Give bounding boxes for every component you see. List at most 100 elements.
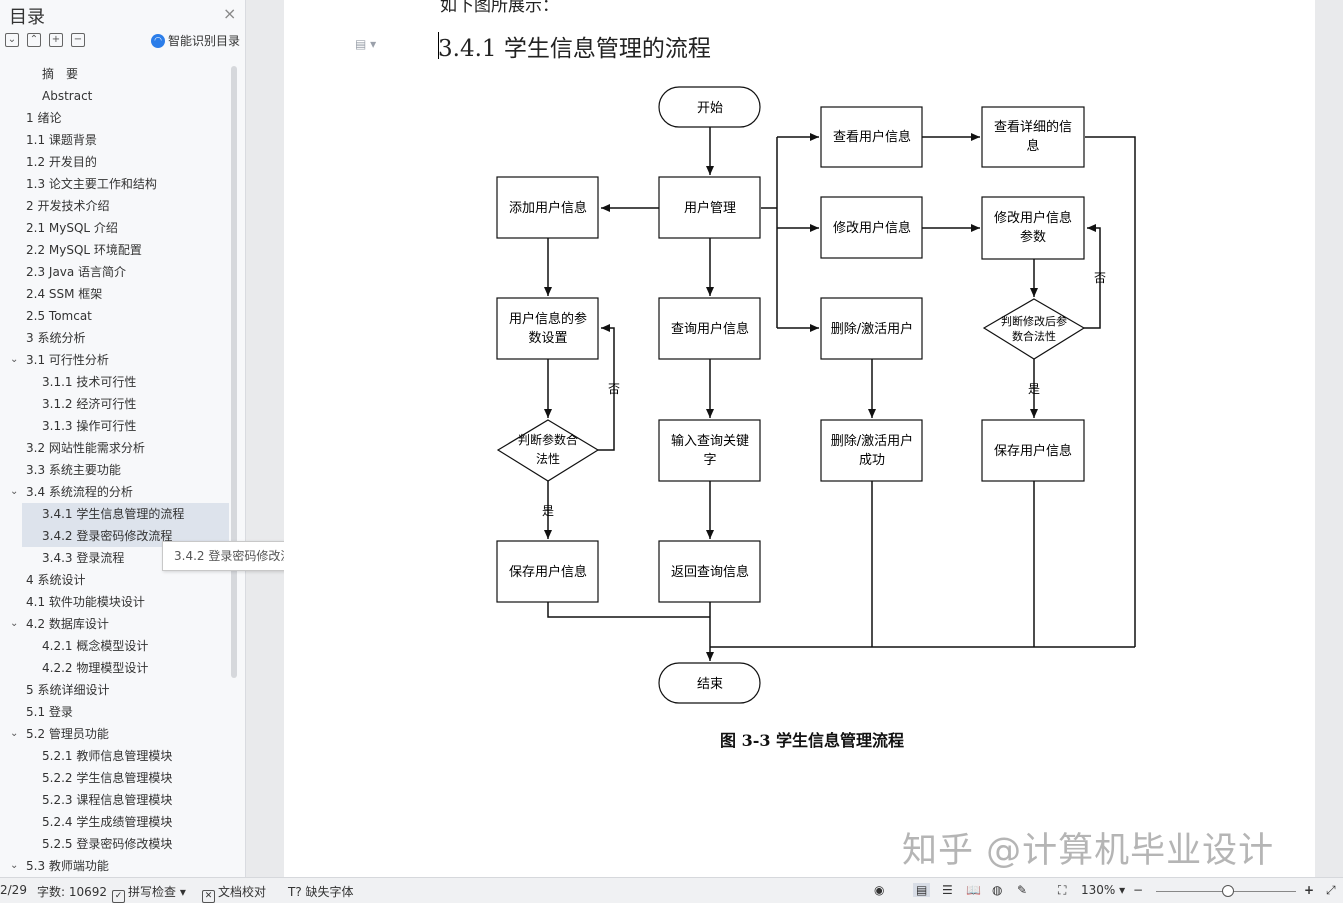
- node-param-shape: [496, 297, 599, 360]
- toc-item[interactable]: 1.2 开发目的: [0, 151, 229, 173]
- word-count[interactable]: 字数: 10692: [37, 885, 108, 899]
- chevron-down-icon[interactable]: ⌄: [10, 860, 19, 871]
- collapse-all-icon[interactable]: ⌃: [27, 33, 41, 47]
- toc-item[interactable]: 1.3 论文主要工作和结构: [0, 173, 229, 195]
- toc-item[interactable]: 3.4.1 学生信息管理的流程: [22, 503, 229, 525]
- toc-item[interactable]: 1 绪论: [0, 107, 229, 129]
- node-detail-label-1: 查看详细的信: [994, 119, 1072, 135]
- toc-item[interactable]: 3.1.1 技术可行性: [0, 371, 229, 393]
- doc-check-icon: ✕: [202, 890, 215, 903]
- zoom-in-button[interactable]: +: [1304, 883, 1315, 897]
- paragraph-handle-icon[interactable]: ▤ ▾: [355, 37, 377, 51]
- toc-item-label: 2.4 SSM 框架: [26, 287, 103, 301]
- toc-item[interactable]: 2 开发技术介绍: [0, 195, 229, 217]
- toc-item[interactable]: 3 系统分析: [0, 327, 229, 349]
- node-add-label: 添加用户信息: [509, 200, 587, 216]
- toc-item[interactable]: 2.5 Tomcat: [0, 305, 229, 327]
- toc-item[interactable]: 3.2 网站性能需求分析: [0, 437, 229, 459]
- edge-rjudge-no: [1084, 224, 1101, 329]
- remove-heading-icon[interactable]: −: [71, 33, 85, 47]
- node-usermgmt-label: 用户管理: [684, 200, 736, 216]
- toc-item-label: 2.3 Java 语言简介: [26, 265, 127, 279]
- toc-item[interactable]: 5.2.3 课程信息管理模块: [0, 789, 229, 811]
- toc-item[interactable]: 2.1 MySQL 介绍: [0, 217, 229, 239]
- node-param-label-2: 数设置: [528, 331, 567, 346]
- toc-item[interactable]: 摘 要: [0, 63, 229, 85]
- fit-page-icon[interactable]: ⛶: [1058, 883, 1067, 897]
- toc-item[interactable]: Abstract: [0, 85, 229, 107]
- toc-scrollbar[interactable]: [231, 66, 237, 678]
- toc-header: 目录 × ⌄ ⌃ + − ◠ 智能识别目录: [0, 0, 245, 60]
- node-mparam-label-1: 修改用户信息: [994, 210, 1072, 226]
- toc-item[interactable]: 2.4 SSM 框架: [0, 283, 229, 305]
- toc-item[interactable]: 5.2.2 学生信息管理模块: [0, 767, 229, 789]
- toc-item-label: 3.4.2 登录密码修改流程: [42, 529, 173, 543]
- edge-label-no-left: 否: [608, 382, 620, 396]
- toc-item[interactable]: ⌄3.1 可行性分析: [0, 349, 229, 371]
- spell-check-button[interactable]: ✓拼写检查 ▾: [112, 883, 186, 903]
- node-return-shape: [658, 540, 761, 603]
- toc-item-label: 5.2 管理员功能: [26, 727, 109, 741]
- toc-item[interactable]: ⌄ 5.2 管理员功能: [0, 723, 229, 745]
- node-judge-right-shape: [982, 298, 1086, 360]
- chevron-down-icon[interactable]: ⌄: [10, 486, 19, 497]
- missing-font-label: 缺失字体: [305, 885, 354, 899]
- toc-item-label: 5.2.1 教师信息管理模块: [42, 749, 173, 763]
- eye-protection-icon[interactable]: ◉: [874, 883, 885, 897]
- toc-item[interactable]: 4.1 软件功能模块设计: [0, 591, 229, 613]
- zoom-out-button[interactable]: −: [1133, 883, 1144, 897]
- toc-item-label: 3.1.1 技术可行性: [42, 375, 137, 389]
- toc-item[interactable]: 5.2.1 教师信息管理模块: [0, 745, 229, 767]
- doc-check-button[interactable]: ✕文档校对: [202, 883, 266, 903]
- toc-item[interactable]: 5.2.4 学生成绩管理模块: [0, 811, 229, 833]
- pen-icon[interactable]: ✎: [1017, 883, 1028, 897]
- toc-item[interactable]: 5.1 登录: [0, 701, 229, 723]
- node-save-left-label: 保存用户信息: [509, 564, 587, 580]
- toc-item[interactable]: 2.3 Java 语言简介: [0, 261, 229, 283]
- read-view-icon[interactable]: 📖: [966, 883, 981, 897]
- node-mparam-label-2: 参数: [1020, 229, 1046, 245]
- expand-all-icon[interactable]: ⌄: [5, 33, 19, 47]
- toc-item[interactable]: ⌄5.3 教师端功能: [0, 855, 229, 877]
- missing-font-button[interactable]: T? 缺失字体: [288, 883, 354, 900]
- chevron-down-icon[interactable]: ⌄: [10, 728, 19, 739]
- close-icon[interactable]: ×: [223, 4, 237, 23]
- watermark: 知乎 @计算机毕业设计: [902, 831, 1275, 871]
- zoom-level[interactable]: 130% ▾: [1081, 883, 1126, 897]
- toc-item-label: 4.2.2 物理模型设计: [42, 661, 149, 675]
- outline-view-icon[interactable]: ☰: [942, 883, 953, 897]
- toc-item[interactable]: 5.2.5 登录密码修改模块: [0, 833, 229, 855]
- fullscreen-icon[interactable]: ⤢: [1326, 883, 1336, 897]
- page-indicator[interactable]: 2/29: [0, 883, 27, 897]
- toc-item[interactable]: 5 系统详细设计: [0, 679, 229, 701]
- node-input-label-1: 输入查询关键: [671, 433, 749, 449]
- zoom-slider-knob[interactable]: [1222, 885, 1234, 897]
- smart-toc-button[interactable]: ◠ 智能识别目录: [151, 32, 240, 49]
- toc-item[interactable]: ⌄3.4 系统流程的分析: [0, 481, 229, 503]
- add-heading-icon[interactable]: +: [49, 33, 63, 47]
- toc-item[interactable]: 4 系统设计: [0, 569, 229, 591]
- toc-item-label: 4 系统设计: [26, 573, 86, 587]
- toc-item[interactable]: 3.4.3 登录流程: [0, 547, 229, 569]
- toc-item[interactable]: 2.2 MySQL 环境配置: [0, 239, 229, 261]
- node-modify-label: 修改用户信息: [833, 220, 911, 236]
- chevron-down-icon[interactable]: ⌄: [10, 618, 19, 629]
- web-view-icon[interactable]: ◍: [992, 883, 1003, 897]
- toc-item[interactable]: 3.1.3 操作可行性: [0, 415, 229, 437]
- node-deleteok-label-1: 删除/激活用户: [831, 433, 913, 449]
- toc-item[interactable]: 3.3 系统主要功能: [0, 459, 229, 481]
- document-page[interactable]: [284, 0, 1315, 877]
- section-heading[interactable]: 3.4.1 学生信息管理的流程: [438, 36, 711, 62]
- toc-item-label: 3.3 系统主要功能: [26, 463, 121, 477]
- toc-item-label: Abstract: [42, 89, 93, 103]
- toc-item[interactable]: 1.1 课题背景: [0, 129, 229, 151]
- toc-item[interactable]: 4.2.2 物理模型设计: [0, 657, 229, 679]
- chevron-down-icon[interactable]: ⌄: [10, 354, 19, 365]
- toc-item-label: 2.5 Tomcat: [26, 309, 92, 323]
- toc-item[interactable]: ⌄4.2 数据库设计: [0, 613, 229, 635]
- page-view-icon[interactable]: ▤: [913, 883, 931, 897]
- toc-item-label: 1.2 开发目的: [26, 155, 97, 169]
- toc-item[interactable]: 4.2.1 概念模型设计: [0, 635, 229, 657]
- toc-item[interactable]: 3.1.2 经济可行性: [0, 393, 229, 415]
